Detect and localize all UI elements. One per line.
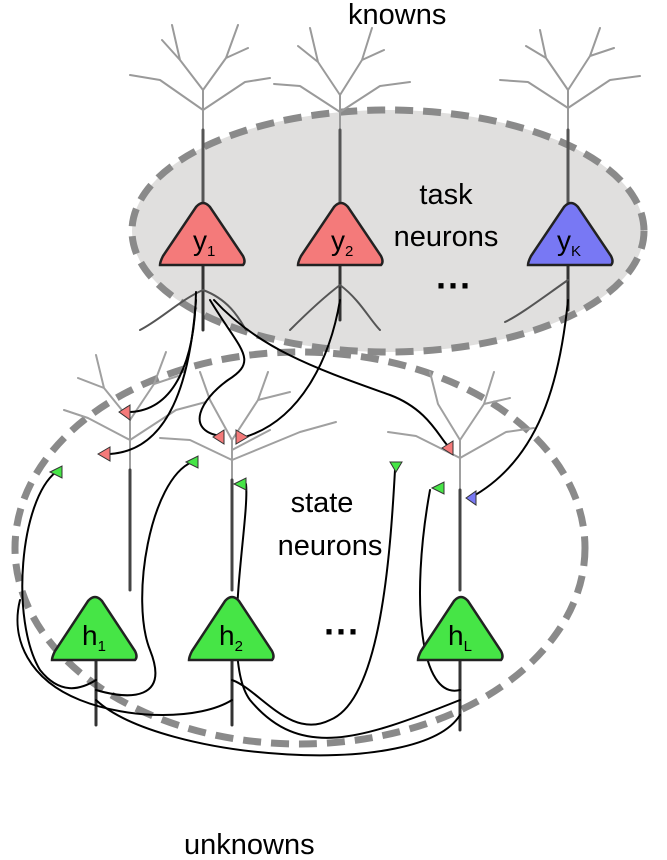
- h1-dendrite-tree: [63, 351, 207, 591]
- state-ellipsis: ···: [324, 611, 360, 652]
- svg-text:h2: h2: [219, 620, 243, 655]
- svg-text:y1: y1: [193, 225, 215, 260]
- svg-text:hL: hL: [448, 620, 472, 655]
- synapse-y1-h1-a: [118, 404, 131, 421]
- task-neuron-y1: y1: [158, 201, 246, 267]
- task-neuron-y2: y2: [296, 201, 384, 267]
- synapse-h2-a: [232, 477, 247, 491]
- state-neuron-hl: hL: [416, 595, 504, 662]
- synapse-h1-a: [48, 465, 63, 479]
- state-neuron-h1: h1: [50, 595, 138, 662]
- task-ellipsis: ···: [436, 265, 472, 306]
- svg-text:h1: h1: [82, 620, 106, 655]
- task-neuron-yk: yK: [526, 201, 614, 267]
- svg-text:yK: yK: [557, 225, 581, 260]
- knowns-label: knowns: [348, 0, 446, 31]
- synapses: [48, 404, 477, 506]
- state-neurons-label-line2: neurons: [278, 530, 383, 562]
- state-neuron-h2: h2: [187, 595, 275, 662]
- synapse-y1-h2-a: [212, 429, 225, 445]
- synapse-y2-h2: [235, 429, 249, 445]
- synapse-hl-a: [430, 481, 445, 495]
- synapse-h1-b: [184, 455, 199, 469]
- task-neurons-group: [128, 106, 648, 356]
- state-neurons-group: [11, 348, 589, 748]
- task-neurons-label-line1: task: [419, 179, 473, 211]
- synapse-y1-hl: [441, 440, 454, 456]
- task-neurons-label-line2: neurons: [394, 221, 499, 253]
- synapse-yk-hl: [465, 490, 477, 506]
- unknowns-label: unknowns: [184, 829, 315, 860]
- dendrites: [63, 24, 641, 592]
- synapse-y1-h1-b: [97, 446, 111, 462]
- svg-text:y2: y2: [331, 225, 353, 260]
- axons: [16, 260, 570, 757]
- state-neurons-label-line1: state: [291, 487, 354, 519]
- synapse-h2-b: [389, 461, 403, 473]
